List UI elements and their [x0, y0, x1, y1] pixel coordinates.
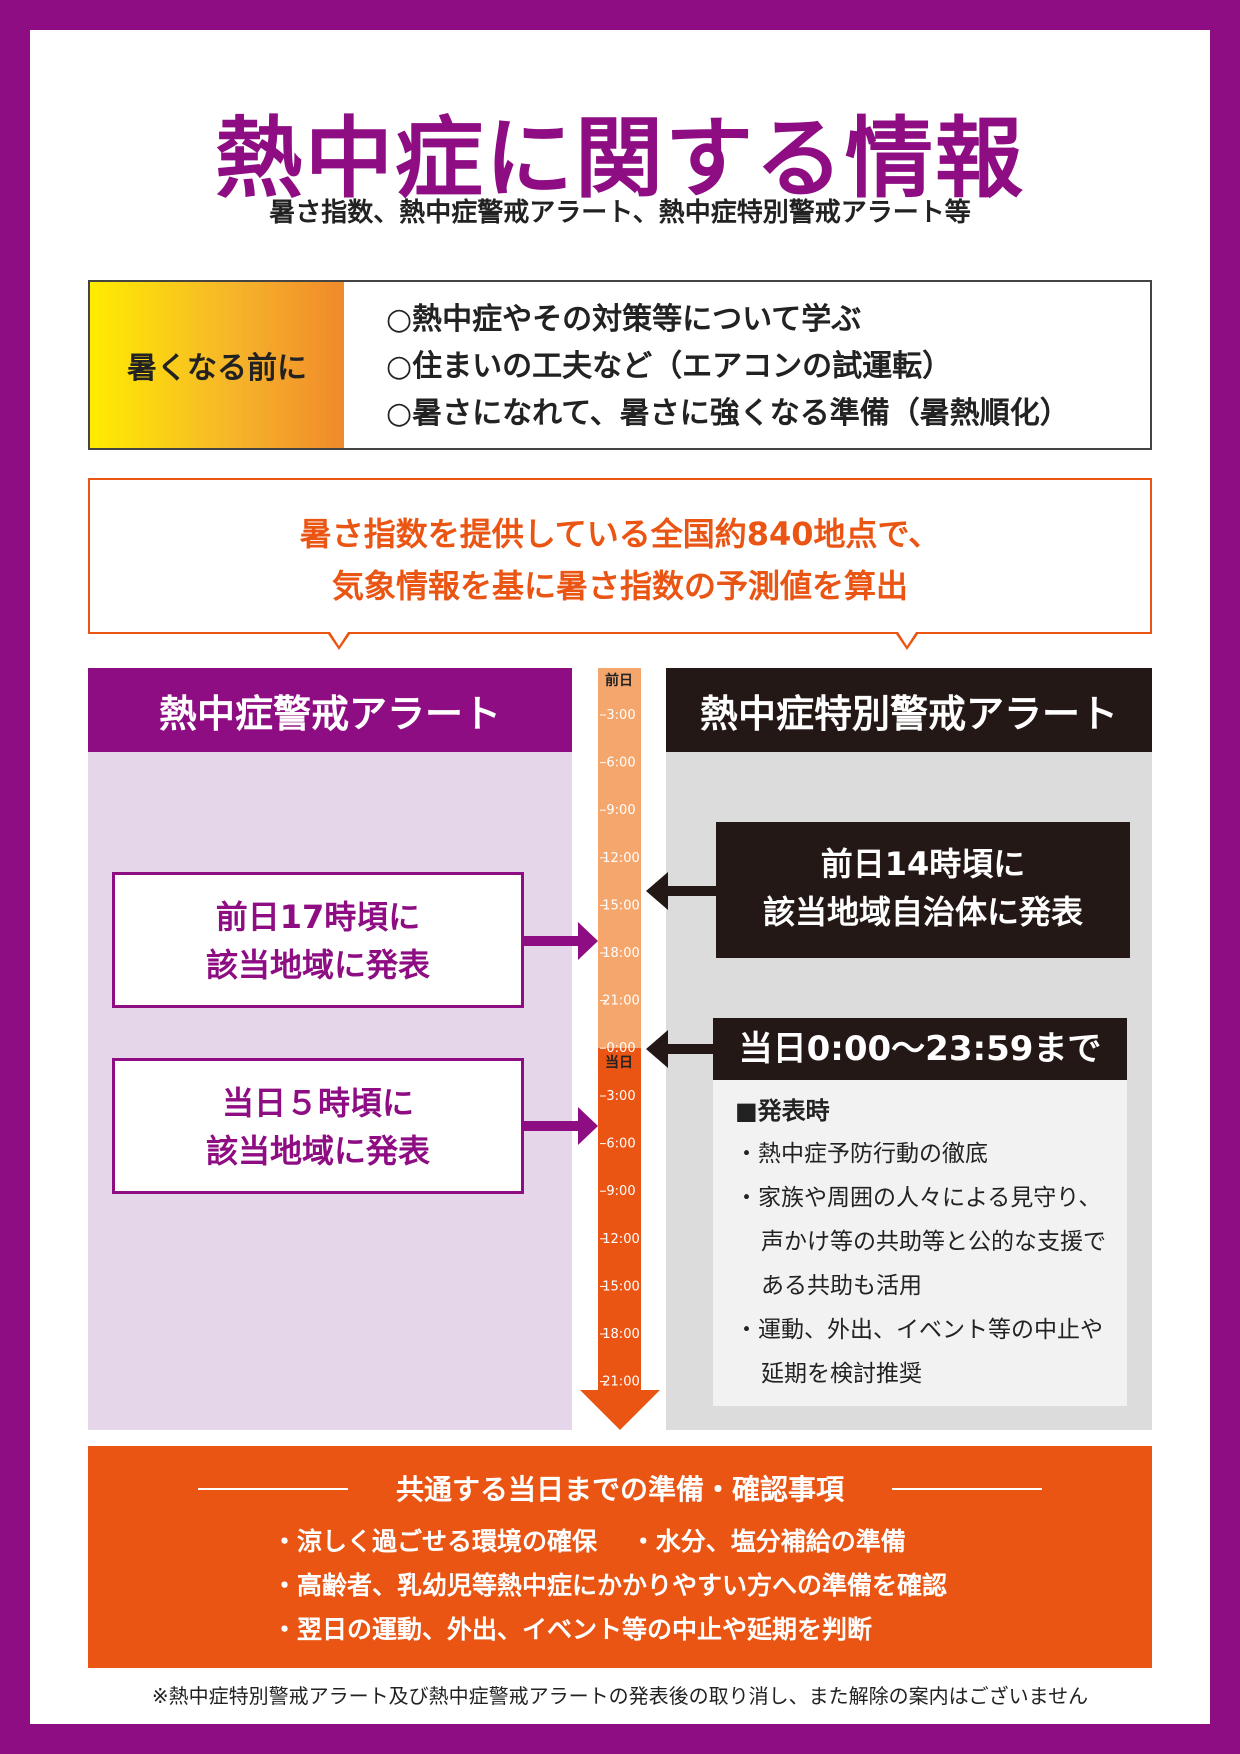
before-heat-item: ○熱中症やその対策等について学ぶ	[386, 302, 862, 337]
timeline-arrow-head	[580, 1390, 660, 1430]
callout-tail-right	[896, 632, 918, 650]
timeline-prev-day-tag: 前日	[605, 672, 633, 689]
note-item: ・運動、外出、イベント等の中止や延期を検討推奨	[735, 1317, 1103, 1387]
timeline-prev-day-ticks: 3:00 6:00 9:00 12:00 15:00 18:00 21:00 0:00	[600, 708, 640, 1056]
box-line: 該当地域自治体に発表	[762, 893, 1083, 931]
arrow-shaft	[524, 1121, 580, 1131]
special-alert-notes: ■発表時 ・熱中症予防行動の徹底 ・家族や周囲の人々による見守り、声かけ等の共助…	[713, 1080, 1127, 1406]
timeline-tick-label: 3:00	[606, 708, 635, 723]
heat-alert-same-day-box: 当日５時頃に 該当地域に発表	[112, 1058, 524, 1194]
special-alert-period: 当日0:00～23:59まで	[713, 1018, 1127, 1080]
callout-tail-left	[328, 632, 350, 650]
wbgt-info-line: 暑さ指数を提供している全国約840地点で、	[299, 515, 941, 553]
wbgt-info-line: 気象情報を基に暑さ指数の予測値を算出	[331, 567, 908, 605]
notes-heading: ■発表時	[735, 1097, 830, 1125]
wbgt-info-text: 暑さ指数を提供している全国約840地点で、 気象情報を基に暑さ指数の予測値を算出	[90, 508, 1150, 612]
wbgt-info-callout: 暑さ指数を提供している全国約840地点で、 気象情報を基に暑さ指数の予測値を算出	[88, 478, 1152, 650]
before-heat-box: 暑くなる前に ○熱中症やその対策等について学ぶ ○住まいの工夫など（エアコンの試…	[88, 280, 1152, 450]
common-item: ・翌日の運動、外出、イベント等の中止や延期を判断	[272, 1615, 873, 1644]
arrow-right-icon	[578, 1107, 598, 1145]
divider	[198, 1488, 348, 1490]
common-item: ・涼しく過ごせる環境の確保 ・水分、塩分補給の準備	[272, 1527, 906, 1556]
timeline-tick-label: 21:00	[602, 994, 639, 1009]
timeline-same-day-bar	[598, 1048, 641, 1390]
timeline-tick-label: 18:00	[602, 1327, 639, 1342]
box-line: 該当地域に発表	[205, 946, 430, 984]
timeline-same-day-tag: 当日	[605, 1054, 633, 1071]
note-item: ・家族や周囲の人々による見守り、声かけ等の共助等と公的な支援である共助も活用	[735, 1185, 1106, 1299]
timeline-tick-label: 9:00	[606, 803, 635, 818]
common-preparation-panel: 共通する当日までの準備・確認事項 ・涼しく過ごせる環境の確保 ・水分、塩分補給の…	[88, 1446, 1152, 1668]
common-preparation-list: ・涼しく過ごせる環境の確保 ・水分、塩分補給の準備 ・高齢者、乳幼児等熱中症にか…	[272, 1520, 1132, 1652]
arrow-shaft	[666, 1044, 716, 1054]
timeline-tick-label: 18:00	[602, 946, 639, 961]
before-heat-item: ○住まいの工夫など（エアコンの試運転）	[386, 349, 953, 384]
timeline-tick-label: 3:00	[606, 1089, 635, 1104]
box-line: 該当地域に発表	[205, 1132, 430, 1170]
arrow-shaft	[666, 886, 718, 896]
arrow-left-icon	[646, 872, 668, 910]
before-heat-item: ○暑さになれて、暑さに強くなる準備（暑熱順化）	[386, 396, 1070, 431]
box-line: 前日17時頃に	[215, 898, 421, 936]
box-line: 当日５時頃に	[221, 1084, 414, 1122]
special-alert-title: 熱中症特別警戒アラート	[666, 668, 1152, 752]
timeline-same-day-ticks: 3:00 6:00 9:00 12:00 15:00 18:00 21:00	[600, 1089, 640, 1390]
timeline-tick-label: 6:00	[606, 756, 635, 771]
note-item: ・熱中症予防行動の徹底	[735, 1141, 988, 1167]
special-alert-prev-day-box: 前日14時頃に 該当地域自治体に発表	[716, 822, 1130, 958]
before-heat-label: 暑くなる前に	[90, 282, 344, 448]
arrow-shaft	[524, 936, 580, 946]
common-item: ・高齢者、乳幼児等熱中症にかかりやすい方への準備を確認	[272, 1571, 948, 1600]
page-title: 熱中症に関する情報	[214, 107, 1025, 210]
divider	[892, 1488, 1042, 1490]
page-subtitle: 暑さ指数、熱中症警戒アラート、熱中症特別警戒アラート等	[269, 198, 971, 228]
arrow-left-icon	[646, 1030, 668, 1068]
footnote: ※熱中症特別警戒アラート及び熱中症警戒アラートの発表後の取り消し、また解除の案内…	[151, 1684, 1089, 1708]
timeline-tick-label: 0:00	[606, 1041, 635, 1056]
common-preparation-title: 共通する当日までの準備・確認事項	[395, 1473, 844, 1506]
timeline-tick-label: 12:00	[602, 1232, 639, 1247]
timeline-tick-label: 12:00	[602, 851, 639, 866]
box-line: 前日14時頃に	[820, 845, 1026, 883]
before-heat-list: ○熱中症やその対策等について学ぶ ○住まいの工夫など（エアコンの試運転） ○暑さ…	[386, 296, 1146, 437]
timeline-tick-label: 21:00	[602, 1375, 639, 1390]
timeline-tick-label: 15:00	[602, 898, 639, 913]
heat-alert-column	[88, 668, 572, 1430]
timeline-tick-label: 6:00	[606, 1137, 635, 1152]
heat-alert-prev-day-box: 前日17時頃に 該当地域に発表	[112, 872, 524, 1008]
heat-alert-title: 熱中症警戒アラート	[88, 668, 572, 752]
arrow-right-icon	[578, 922, 598, 960]
timeline-tick-label: 9:00	[606, 1184, 635, 1199]
timeline-tick-label: 15:00	[602, 1279, 639, 1294]
